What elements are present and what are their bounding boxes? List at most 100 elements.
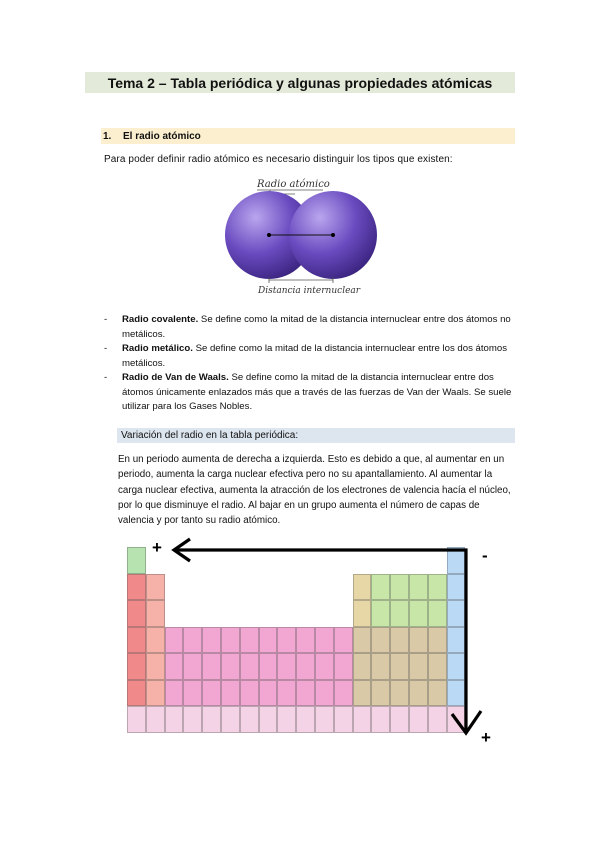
document-title: Tema 2 – Tabla periódica y algunas propi… (85, 72, 515, 93)
element-cell (221, 706, 240, 733)
element-cell (127, 706, 146, 733)
element-cell (333, 653, 353, 680)
element-cell (145, 600, 165, 627)
element-cell (127, 626, 146, 653)
element-cell (145, 679, 165, 706)
element-cell (352, 679, 372, 706)
subsection-heading-variacion: Variación del radio en la tabla periódic… (117, 428, 515, 443)
element-cell (127, 600, 146, 627)
periodic-table-image (127, 547, 467, 742)
list-dash: - (104, 372, 108, 383)
element-cell (202, 653, 221, 680)
element-cell (183, 679, 203, 706)
element-cell (409, 679, 428, 706)
element-cell (145, 626, 165, 653)
element-cell (145, 573, 165, 600)
element-cell (202, 706, 221, 733)
element-cell (239, 626, 259, 653)
atomic-radius-figure: Radio atómico Distancia internuclear (225, 179, 377, 296)
element-cell (371, 626, 391, 653)
element-cell (296, 653, 315, 680)
element-cell (352, 653, 372, 680)
element-cell (221, 653, 240, 680)
element-cell (258, 626, 278, 653)
figure-bottom-label: Distancia internuclear (257, 286, 361, 296)
element-cell (371, 600, 391, 627)
minus-sign-top-right: - (482, 546, 488, 565)
definition-text: Se define como la mitad de la distancia … (122, 314, 511, 340)
element-cell (164, 706, 184, 733)
term-radio-covalente: Radio covalente. (122, 314, 199, 325)
list-item: - Radio metálico. Se define como la mita… (104, 342, 518, 371)
element-cell (277, 706, 297, 733)
term-radio-metalico: Radio metálico. (122, 343, 193, 354)
element-cell (239, 679, 259, 706)
element-cell (258, 653, 278, 680)
element-cell (446, 706, 466, 733)
element-cell (409, 626, 428, 653)
element-cell (221, 679, 240, 706)
element-cell (352, 600, 372, 627)
element-cell (352, 706, 372, 733)
element-cell (390, 626, 409, 653)
element-cell (446, 653, 466, 680)
element-cell (277, 653, 297, 680)
element-cell (315, 626, 334, 653)
element-cell (127, 679, 146, 706)
element-cell (221, 626, 240, 653)
element-cell (371, 706, 391, 733)
element-cell (446, 600, 466, 627)
element-cell (427, 600, 447, 627)
element-cell (296, 679, 315, 706)
element-cell (333, 626, 353, 653)
section-heading-text: El radio atómico (123, 130, 201, 142)
element-cell (164, 626, 184, 653)
element-cell (183, 653, 203, 680)
element-cell (352, 573, 372, 600)
element-cell (277, 679, 297, 706)
definition-text: Se define como la mitad de la distancia … (122, 343, 508, 369)
element-cell (409, 706, 428, 733)
document-title-text: Tema 2 – Tabla periódica y algunas propi… (107, 74, 493, 91)
list-item: - Radio de Van de Waals. Se define como … (104, 371, 518, 415)
element-cell (427, 679, 447, 706)
radius-types-list: - Radio covalente. Se define como la mit… (104, 313, 518, 415)
element-cell (145, 706, 165, 733)
element-cell (427, 626, 447, 653)
element-cell (409, 600, 428, 627)
element-cell (277, 626, 297, 653)
element-cell (427, 706, 447, 733)
element-cell (333, 706, 353, 733)
variation-paragraph: En un periodo aumenta de derecha a izqui… (118, 454, 511, 527)
element-cell (409, 653, 428, 680)
element-cell (446, 573, 466, 600)
element-cell (202, 626, 221, 653)
element-cell (371, 573, 391, 600)
definition-text: Se define como la mitad de la distancia … (122, 372, 512, 412)
element-cell (352, 626, 372, 653)
section-heading-radio-atomico: 1. El radio atómico (101, 128, 515, 144)
element-cell (239, 653, 259, 680)
subsection-heading-text: Variación del radio en la tabla periódic… (121, 430, 299, 441)
section-number: 1. (103, 130, 112, 142)
element-cell (296, 626, 315, 653)
plus-sign-bottom-right: + (481, 728, 491, 747)
element-cell (315, 679, 334, 706)
list-dash: - (104, 314, 108, 325)
intro-text: Para poder definir radio atómico es nece… (104, 154, 453, 165)
element-cell (164, 653, 184, 680)
plus-sign-top-left: + (152, 538, 162, 557)
element-cell (427, 573, 447, 600)
element-cell (390, 679, 409, 706)
element-cell (446, 547, 466, 574)
element-cell (315, 653, 334, 680)
element-cell (202, 679, 221, 706)
figure-top-label: Radio atómico (256, 179, 330, 190)
element-cell (258, 706, 278, 733)
element-cell (127, 547, 146, 574)
element-cell (333, 679, 353, 706)
element-cell (390, 653, 409, 680)
element-cell (371, 653, 391, 680)
element-cell (409, 573, 428, 600)
element-cell (315, 706, 334, 733)
